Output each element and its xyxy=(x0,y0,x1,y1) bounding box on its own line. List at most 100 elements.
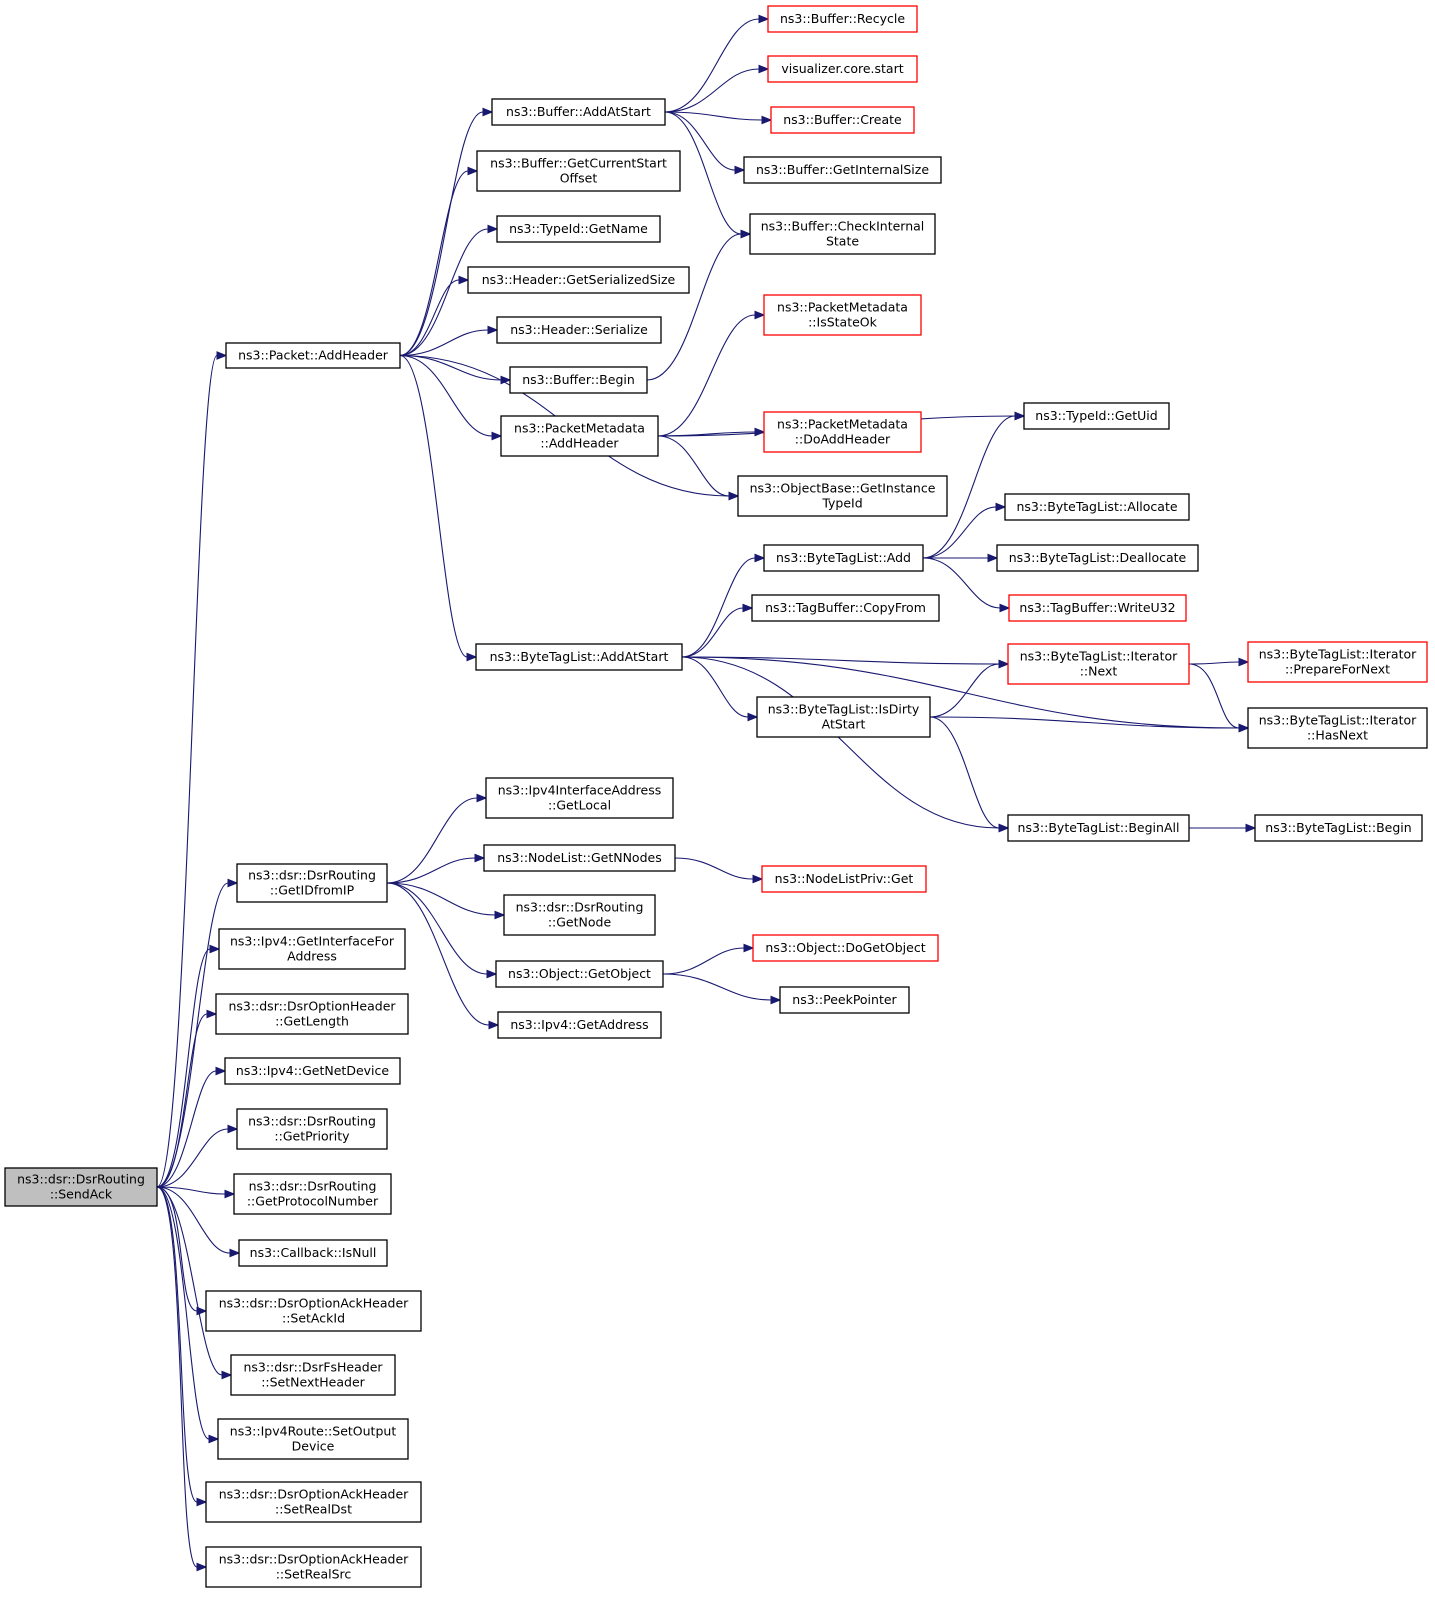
arrowhead xyxy=(482,107,494,117)
node-btl_addatstart[interactable]: ns3::ByteTagList::AddAtStart xyxy=(475,643,683,671)
node-addheader[interactable]: ns3::Packet::AddHeader xyxy=(225,342,401,369)
node-box xyxy=(496,316,662,344)
edge-line xyxy=(681,557,756,658)
node-box xyxy=(509,366,648,394)
node-box xyxy=(1254,814,1423,842)
edge-addheader-to-typeid_getname xyxy=(399,224,499,357)
node-label-line: ns3::PeekPointer xyxy=(792,992,897,1007)
node-hdr_serialize[interactable]: ns3::Header::Serialize xyxy=(496,316,662,344)
node-label-line: ns3::Ipv4::GetInterfaceFor xyxy=(230,934,395,949)
node-ipv4ia_getlocal[interactable]: ns3::Ipv4InterfaceAddress::GetLocal xyxy=(485,777,674,819)
edge-addheader-to-hdr_getsersize xyxy=(399,275,470,357)
node-tb_writeu32[interactable]: ns3::TagBuffer::WriteU32 xyxy=(1008,594,1187,622)
node-label-line: ::SetAckId xyxy=(282,1311,345,1326)
edge-line xyxy=(399,170,469,357)
node-pm_isstateok[interactable]: ns3::PacketMetadata::IsStateOk xyxy=(763,294,922,336)
node-nl_getnnodes[interactable]: ns3::NodeList::GetNNodes xyxy=(483,844,676,872)
edge-btl_addatstart-to-btl_beginall xyxy=(681,656,1010,833)
node-typeid_getuid[interactable]: ns3::TypeId::GetUid xyxy=(1023,402,1170,430)
node-label-line: ns3::dsr::DsrRouting xyxy=(248,868,376,883)
node-label-line: ns3::ByteTagList::Begin xyxy=(1265,820,1411,835)
node-btl_it_hasnext[interactable]: ns3::ByteTagList::Iterator::HasNext xyxy=(1247,707,1428,749)
node-btl_it_prepare[interactable]: ns3::ByteTagList::Iterator::PrepareForNe… xyxy=(1247,641,1428,683)
node-btl_begin[interactable]: ns3::ByteTagList::Begin xyxy=(1254,814,1423,842)
node-nlp_get[interactable]: ns3::NodeListPriv::Get xyxy=(761,865,927,893)
node-dsr_getnode[interactable]: ns3::dsr::DsrRouting::GetNode xyxy=(503,894,656,936)
arrowhead xyxy=(761,115,773,125)
node-sendack[interactable]: ns3::dsr::DsrRouting::SendAck xyxy=(4,1167,158,1207)
edge-buf_addatstart-to-viz_start xyxy=(664,64,770,113)
node-getpriority[interactable]: ns3::dsr::DsrRouting::GetPriority xyxy=(236,1108,388,1150)
node-optgetlength[interactable]: ns3::dsr::DsrOptionHeader::GetLength xyxy=(215,993,409,1035)
node-btl_it_next[interactable]: ns3::ByteTagList::Iterator::Next xyxy=(1007,643,1190,685)
edge-line xyxy=(929,663,1000,718)
node-getnetdevice[interactable]: ns3::Ipv4::GetNetDevice xyxy=(224,1057,401,1085)
node-tb_copyfrom[interactable]: ns3::TagBuffer::CopyFrom xyxy=(751,594,940,622)
node-typeid_getname[interactable]: ns3::TypeId::GetName xyxy=(496,215,661,243)
node-label-line: ns3::ByteTagList::Allocate xyxy=(1016,499,1177,514)
node-box xyxy=(1247,707,1428,749)
arrowhead xyxy=(1238,657,1250,667)
node-buf_begin[interactable]: ns3::Buffer::Begin xyxy=(509,366,648,394)
edge-line xyxy=(664,68,760,113)
node-label-line: ns3::Callback::IsNull xyxy=(250,1245,377,1260)
node-label-line: State xyxy=(826,234,859,249)
node-label-line: ns3::dsr::DsrOptionHeader xyxy=(228,999,396,1014)
edge-btl_add-to-tb_writeu32 xyxy=(922,557,1011,613)
node-buf_getintsize[interactable]: ns3::Buffer::GetInternalSize xyxy=(743,156,942,184)
node-hdr_getsersize[interactable]: ns3::Header::GetSerializedSize xyxy=(467,266,690,294)
node-label-line: ::PrepareForNext xyxy=(1285,662,1390,677)
node-pm_addheader[interactable]: ns3::PacketMetadata::AddHeader xyxy=(500,415,659,457)
node-pm_doaddheader[interactable]: ns3::PacketMetadata::DoAddHeader xyxy=(763,411,922,453)
arrowhead xyxy=(1245,823,1257,833)
node-btl_deallocate[interactable]: ns3::ByteTagList::Deallocate xyxy=(996,544,1199,572)
arrowhead xyxy=(743,943,755,953)
node-label-line: ::GetPriority xyxy=(274,1129,350,1144)
arrowhead xyxy=(747,712,759,722)
node-box xyxy=(236,863,388,903)
edge-line xyxy=(386,882,490,1026)
edge-line xyxy=(664,111,742,235)
node-setackid[interactable]: ns3::dsr::DsrOptionAckHeader::SetAckId xyxy=(205,1290,422,1332)
edge-getidfromip-to-ipv4ia_getlocal xyxy=(386,793,488,884)
node-setrealsrc[interactable]: ns3::dsr::DsrOptionAckHeader::SetRealSrc xyxy=(205,1546,422,1588)
node-label-line: ::GetProtocolNumber xyxy=(247,1194,379,1209)
node-obj_dogetobject[interactable]: ns3::Object::DoGetObject xyxy=(752,934,939,962)
node-cbisnull[interactable]: ns3::Callback::IsNull xyxy=(238,1239,388,1267)
node-setnextheader[interactable]: ns3::dsr::DsrFsHeader::SetNextHeader xyxy=(230,1354,396,1396)
edge-line xyxy=(386,797,478,884)
node-label-line: ::SetRealSrc xyxy=(276,1567,352,1582)
node-buf_create[interactable]: ns3::Buffer::Create xyxy=(770,106,915,134)
node-peekpointer[interactable]: ns3::PeekPointer xyxy=(779,986,910,1014)
node-setrealdst[interactable]: ns3::dsr::DsrOptionAckHeader::SetRealDst xyxy=(205,1481,422,1523)
edge-getidfromip-to-nl_getnnodes xyxy=(386,853,486,884)
arrowhead xyxy=(487,325,499,335)
node-getidfromip[interactable]: ns3::dsr::DsrRouting::GetIDfromIP xyxy=(236,863,388,903)
node-label-line: ns3::TypeId::GetUid xyxy=(1035,408,1157,423)
node-box xyxy=(1008,594,1187,622)
edge-btl_isdirty-to-btl_it_hasnext xyxy=(929,716,1250,733)
node-viz_start[interactable]: visualizer.core.start xyxy=(767,55,918,83)
node-ipv4_getaddress[interactable]: ns3::Ipv4::GetAddress xyxy=(497,1011,662,1039)
node-label-line: ns3::ByteTagList::BeginAll xyxy=(1018,820,1180,835)
node-obj_getobject[interactable]: ns3::Object::GetObject xyxy=(495,960,664,988)
node-box xyxy=(496,215,661,243)
arrowhead xyxy=(754,553,766,563)
node-btl_add[interactable]: ns3::ByteTagList::Add xyxy=(763,544,924,572)
node-buf_recycle[interactable]: ns3::Buffer::Recycle xyxy=(767,5,918,33)
arrowhead xyxy=(196,1562,208,1572)
node-btl_beginall[interactable]: ns3::ByteTagList::BeginAll xyxy=(1007,814,1190,842)
node-getprotonum[interactable]: ns3::dsr::DsrRouting::GetProtocolNumber xyxy=(233,1173,392,1215)
node-label-line: ns3::dsr::DsrRouting xyxy=(248,1114,376,1129)
node-btl_allocate[interactable]: ns3::ByteTagList::Allocate xyxy=(1004,493,1190,521)
node-buf_addatstart[interactable]: ns3::Buffer::AddAtStart xyxy=(491,98,666,126)
edge-line xyxy=(674,857,754,880)
arrowhead xyxy=(740,229,752,239)
